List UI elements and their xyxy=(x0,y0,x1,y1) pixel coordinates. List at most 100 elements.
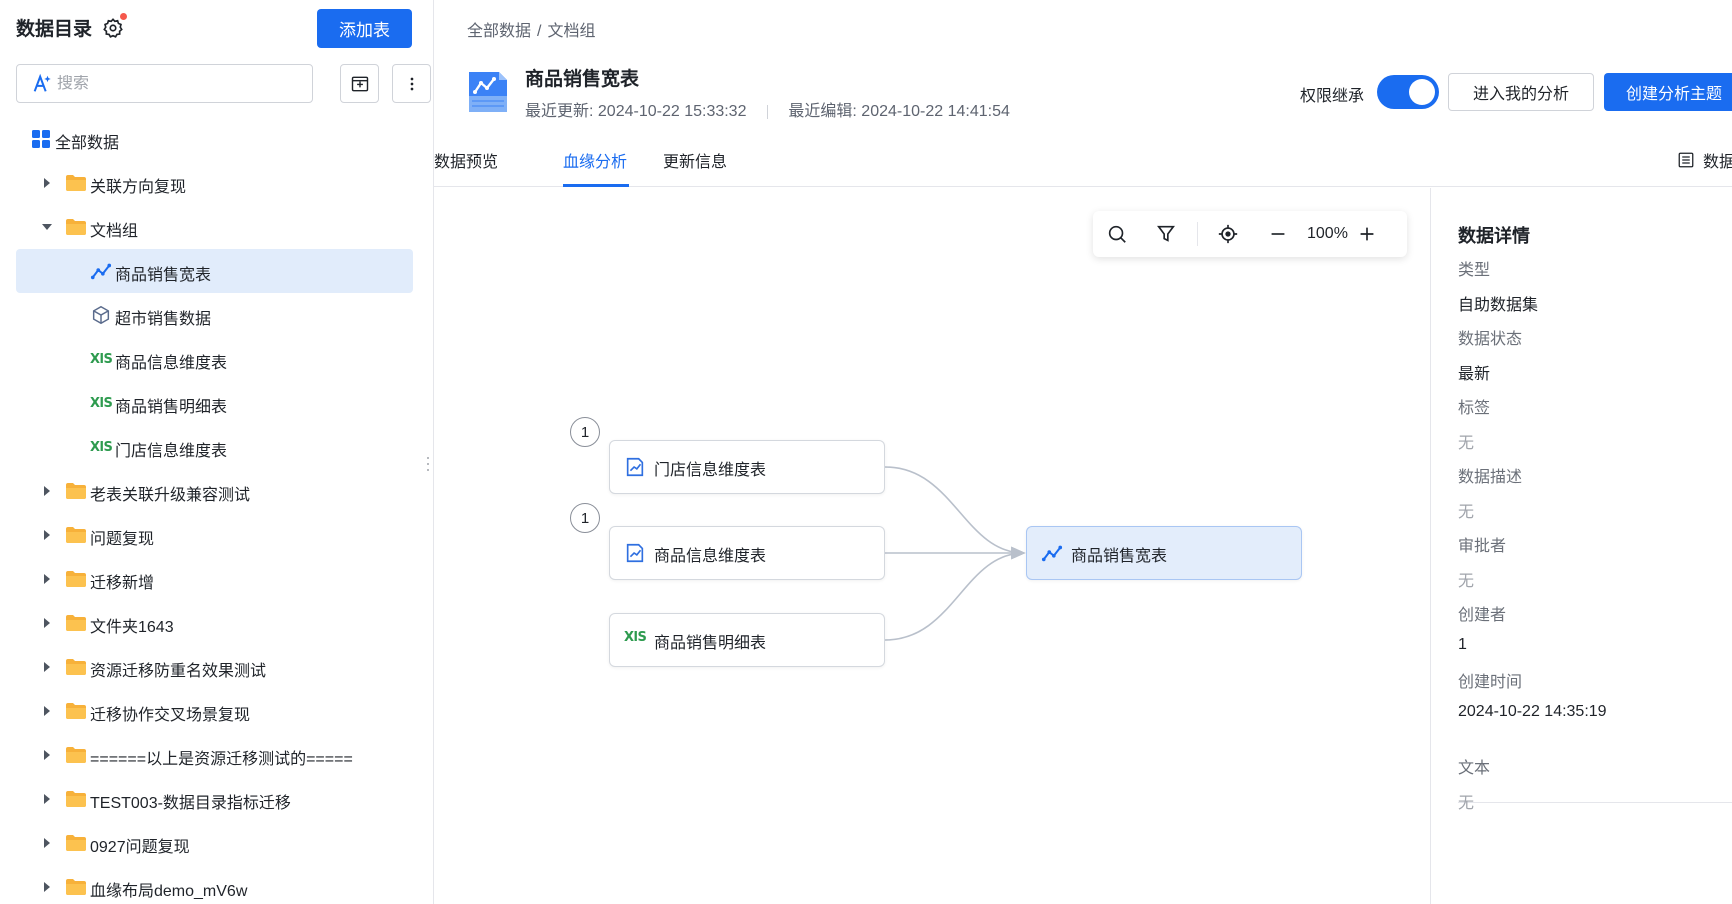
detail-field-label: 数据状态 xyxy=(1458,331,1523,348)
data-detail-tab[interactable]: 数据 xyxy=(1677,148,1732,172)
tree-item-label: 0927问题复现 xyxy=(90,839,190,856)
caret-down-icon[interactable] xyxy=(40,220,54,234)
locate-icon[interactable] xyxy=(1217,223,1239,245)
detail-field-value: 无 xyxy=(1458,435,1475,452)
caret-right-icon[interactable] xyxy=(40,484,54,498)
tree-item-label: 迁移协作交叉场景复现 xyxy=(90,707,251,724)
lineage-node-target[interactable]: 商品销售宽表 xyxy=(1026,526,1302,580)
tree-item[interactable]: TEST003-数据目录指标迁移 xyxy=(16,777,413,821)
enter-my-analysis-button[interactable]: 进入我的分析 xyxy=(1448,73,1594,111)
tree-item[interactable]: 0927问题复现 xyxy=(16,821,413,865)
search-box[interactable] xyxy=(16,64,313,103)
xls-icon: XlS xyxy=(90,440,113,455)
tree-item-label: 关联方向复现 xyxy=(90,179,187,196)
new-folder-button[interactable] xyxy=(340,64,379,103)
caret-right-icon[interactable] xyxy=(40,880,54,894)
caret-right-icon[interactable] xyxy=(40,660,54,674)
doc-meta: 最近更新: 2024-10-22 15:33:32 最近编辑: 2024-10-… xyxy=(525,97,1010,121)
tree-item-label: 门店信息维度表 xyxy=(115,443,228,460)
caret-right-icon[interactable] xyxy=(40,792,54,806)
lineage-node-source[interactable]: XlS 商品销售明细表 xyxy=(609,613,885,667)
tree-item[interactable]: 血缘布局demo_mV6w xyxy=(16,865,413,904)
detail-field-value: 自助数据集 xyxy=(1458,297,1539,314)
tree-item[interactable]: 关联方向复现 xyxy=(16,161,413,205)
filter-icon[interactable] xyxy=(1155,223,1177,245)
tree-item-label: 商品销售宽表 xyxy=(115,267,212,284)
tree-item-label: 商品销售明细表 xyxy=(115,399,228,416)
detail-field: 数据描述无 xyxy=(1458,463,1522,522)
tree-item-label: 商品信息维度表 xyxy=(115,355,228,372)
more-button[interactable] xyxy=(392,64,431,103)
tree-item[interactable]: 文件夹1643 xyxy=(16,601,413,645)
line-chart-icon xyxy=(90,260,112,282)
tree-item[interactable]: ======以上是资源迁移测试的===== xyxy=(16,733,413,777)
search-icon[interactable] xyxy=(1106,223,1128,245)
cube-icon xyxy=(90,304,112,326)
caret-right-icon[interactable] xyxy=(40,748,54,762)
detail-field-value: 2024-10-22 14:35:19 xyxy=(1458,703,1607,720)
tree-item[interactable]: 问题复现 xyxy=(16,513,413,557)
detail-field-label: 数据描述 xyxy=(1458,469,1523,486)
folder-plus-icon xyxy=(351,76,368,91)
more-vertical-icon xyxy=(410,77,413,90)
toolbar-divider xyxy=(1197,222,1198,246)
folder-icon xyxy=(65,876,87,898)
caret-right-icon[interactable] xyxy=(40,616,54,630)
xls-icon: XlS xyxy=(90,352,113,367)
lineage-node-source[interactable]: 商品信息维度表 xyxy=(609,526,885,580)
tree-item[interactable]: 迁移协作交叉场景复现 xyxy=(16,689,413,733)
tree-item-label: 文件夹1643 xyxy=(90,619,174,636)
lineage-canvas[interactable]: 100% 1 门店信息维度表 1 商品信息维度表 XlS 商品销售明细表 xyxy=(434,188,1430,904)
detail-field-value: 无 xyxy=(1458,573,1475,590)
detail-field-value: 无 xyxy=(1458,795,1475,812)
zoom-in-icon[interactable] xyxy=(1356,223,1378,245)
folder-icon xyxy=(65,744,87,766)
caret-right-icon[interactable] xyxy=(40,572,54,586)
resize-handle-icon[interactable] xyxy=(426,455,430,473)
caret-right-icon[interactable] xyxy=(40,704,54,718)
gear-icon[interactable] xyxy=(102,17,124,39)
search-input[interactable] xyxy=(57,74,287,93)
line-chart-icon xyxy=(1041,545,1063,562)
tree-item[interactable]: 商品销售宽表 xyxy=(16,249,413,293)
tree-item[interactable]: 迁移新增 xyxy=(16,557,413,601)
tree-item[interactable]: 超市销售数据 xyxy=(16,293,413,337)
tree-item[interactable]: 资源迁移防重名效果测试 xyxy=(16,645,413,689)
detail-field-label: 审批者 xyxy=(1458,538,1507,555)
tab-lineage-analysis[interactable]: 血缘分析 xyxy=(563,154,628,171)
tree-item[interactable]: 全部数据 xyxy=(16,117,413,161)
tree-item[interactable]: 文档组 xyxy=(16,205,413,249)
upstream-count-badge[interactable]: 1 xyxy=(570,503,600,533)
folder-icon xyxy=(65,656,87,678)
permission-inherit-toggle[interactable] xyxy=(1377,75,1439,109)
node-label: 商品销售宽表 xyxy=(1071,548,1168,565)
tab-update-info[interactable]: 更新信息 xyxy=(663,154,728,171)
caret-right-icon[interactable] xyxy=(40,176,54,190)
chart-doc-icon xyxy=(626,457,644,477)
node-label: 商品信息维度表 xyxy=(654,548,767,565)
breadcrumb-current[interactable]: 文档组 xyxy=(547,23,596,40)
add-table-button[interactable]: 添加表 xyxy=(317,9,412,48)
lineage-node-source[interactable]: 门店信息维度表 xyxy=(609,440,885,494)
tree-item[interactable]: 老表关联升级兼容测试 xyxy=(16,469,413,513)
create-analysis-topic-button[interactable]: 创建分析主题 xyxy=(1604,73,1732,111)
zoom-out-icon[interactable] xyxy=(1267,223,1289,245)
chart-doc-icon xyxy=(626,543,644,563)
folder-icon xyxy=(65,216,87,238)
sidebar: 数据目录 添加表 全部数据关联方向复现文档组商品销售宽表超市销售数据XlS商品信… xyxy=(0,0,434,904)
data-detail-tab-label: 数据 xyxy=(1703,154,1732,171)
breadcrumb-root[interactable]: 全部数据 xyxy=(467,23,532,40)
tree-item-label: TEST003-数据目录指标迁移 xyxy=(90,795,291,812)
caret-right-icon[interactable] xyxy=(40,528,54,542)
detail-field-label: 标签 xyxy=(1458,400,1491,417)
tree-item-label: 文档组 xyxy=(90,223,139,240)
xls-icon: XlS xyxy=(90,396,113,411)
tab-data-preview[interactable]: 数据预览 xyxy=(434,154,499,171)
caret-right-icon[interactable] xyxy=(40,836,54,850)
upstream-count-badge[interactable]: 1 xyxy=(570,417,600,447)
